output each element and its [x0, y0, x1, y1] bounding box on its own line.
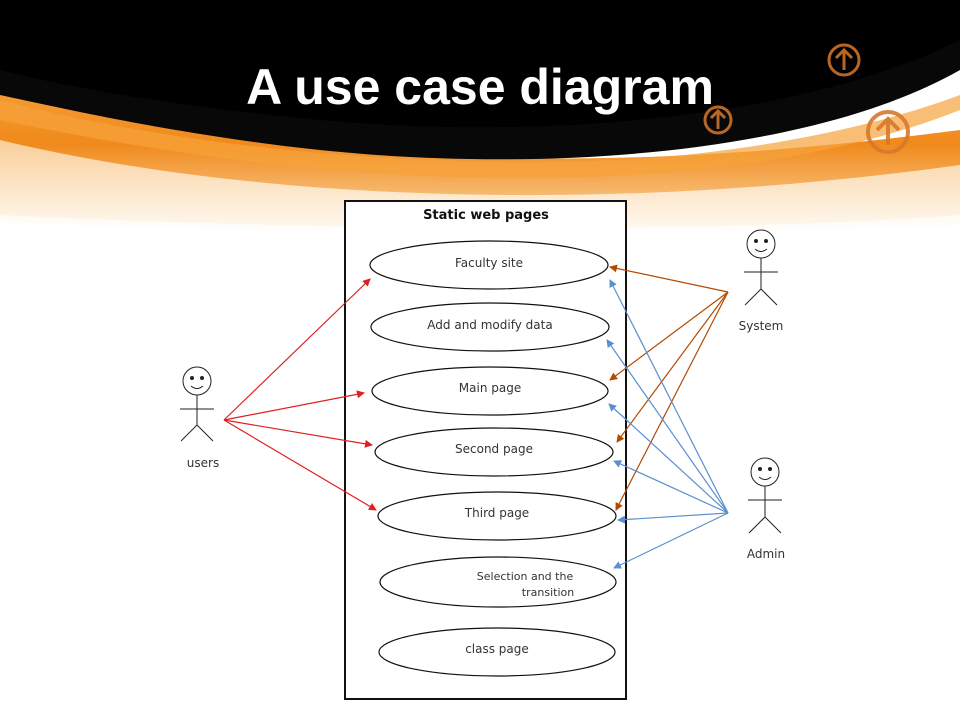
system-associations [609, 264, 729, 511]
use-case-label: Selection and the [477, 570, 574, 583]
arrow-admin-selection-transition [613, 512, 729, 569]
admin-associations [606, 279, 729, 569]
arrow-admin-faculty-site [609, 279, 729, 514]
arrow-users-second-page [223, 419, 373, 448]
arrow-users-third-page [223, 419, 377, 511]
arrow-up-circle-icon [827, 43, 861, 77]
slide-title: A use case diagram [246, 59, 714, 115]
arrow-up-circle-icon [866, 110, 910, 154]
system-boundary-title: Static web pages [423, 208, 549, 223]
actor-system-label: System [739, 319, 784, 333]
actor-admin [748, 457, 782, 534]
arrow-users-main-page [223, 390, 365, 421]
use-case-main-page: Main page [371, 366, 609, 416]
actor-users-label: users [187, 456, 219, 470]
use-case-third-page: Third page [377, 491, 617, 541]
use-case-label: transition [522, 586, 574, 599]
header-banner [0, 0, 960, 230]
actor-system [744, 229, 778, 306]
use-case-second-page: Second page [374, 427, 614, 477]
use-case-label: Add and modify data [427, 318, 552, 332]
arrow-system-second-page [616, 291, 729, 443]
arrow-admin-third-page [617, 512, 729, 524]
actor-users [180, 366, 214, 442]
arrow-system-faculty-site [609, 264, 729, 293]
arrow-admin-add-modify-data [606, 339, 729, 514]
arrow-admin-main-page [608, 403, 729, 514]
use-case-label: class page [465, 642, 529, 656]
use-case-label: Third page [464, 506, 529, 520]
use-case-add-modify-data: Add and modify data [370, 302, 610, 352]
arrow-system-third-page [615, 291, 729, 511]
actor-admin-label: Admin [747, 547, 785, 561]
users-associations [223, 278, 377, 511]
arrow-users-faculty-site [223, 278, 371, 421]
use-case-label: Second page [455, 442, 533, 456]
use-case-faculty-site: Faculty site [369, 240, 609, 290]
arrow-up-circle-icon [703, 105, 733, 135]
use-case-label: Main page [459, 381, 521, 395]
arrow-admin-second-page [613, 460, 729, 514]
use-case-class-page: class page [378, 627, 616, 677]
use-case-selection-transition: Selection and the transition [379, 556, 617, 608]
arrow-system-main-page [609, 291, 729, 381]
use-case-label: Faculty site [455, 256, 523, 270]
